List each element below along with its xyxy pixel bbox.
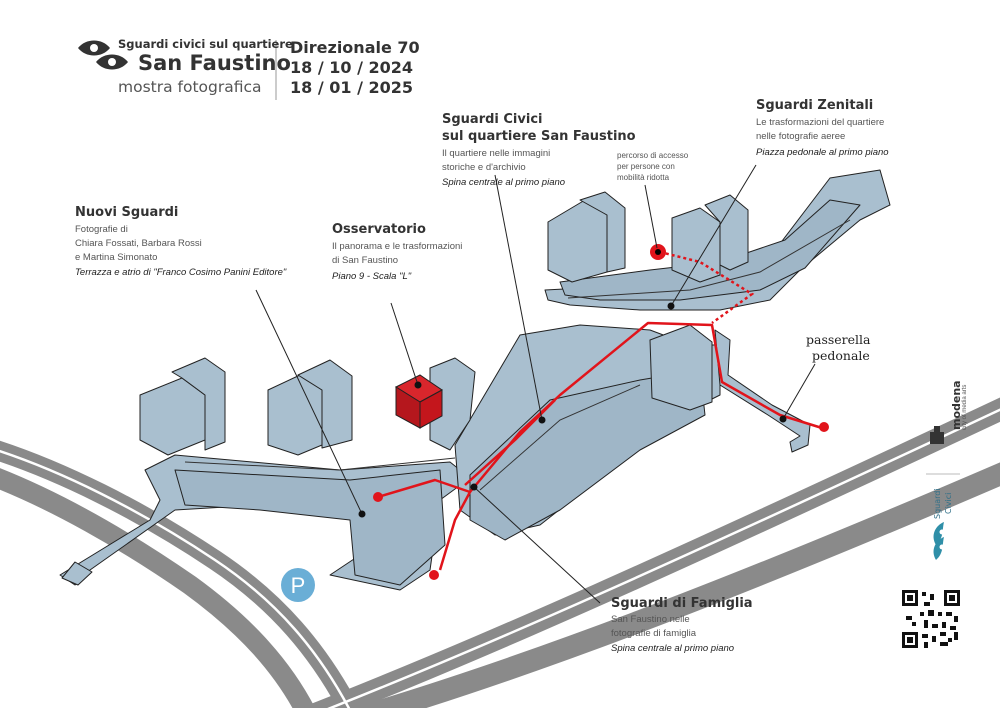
passerella-line1: passerella bbox=[806, 332, 871, 347]
tower-h bbox=[579, 191, 626, 273]
sguardi-civici-logo-icon bbox=[933, 522, 945, 560]
tower-i bbox=[671, 207, 721, 283]
osservatorio-line1: Il panorama e le trasformazioni bbox=[332, 241, 463, 252]
nuovi-location: Terrazza e atrio di "Franco Cosimo Panin… bbox=[75, 267, 287, 278]
tower-e bbox=[429, 357, 476, 451]
modena-logo-icon bbox=[930, 426, 944, 444]
parking-label: P bbox=[291, 573, 306, 598]
famiglia-line2: fotografie di famiglia bbox=[611, 628, 697, 639]
civici-title2: sul quartiere San Faustino bbox=[442, 129, 636, 144]
walkway-strip bbox=[184, 457, 456, 471]
spine-lower bbox=[469, 369, 706, 541]
famiglia-title: Sguardi di Famiglia bbox=[611, 596, 753, 611]
percorso-line2: per persone con bbox=[617, 162, 675, 171]
osservatorio-line2: di San Faustino bbox=[332, 255, 399, 266]
civici-location: Spina centrale al primo piano bbox=[442, 177, 566, 188]
civici-logo-text: Civici bbox=[944, 492, 953, 514]
civici-title1: Sguardi Civici bbox=[442, 112, 543, 127]
leader-lines bbox=[255, 164, 816, 604]
nuovi-line2: Chiara Fossati, Barbara Rossi bbox=[75, 238, 202, 249]
header-date-start: 18 / 10 / 2024 bbox=[290, 58, 414, 77]
tower-f bbox=[649, 324, 713, 411]
tower-a bbox=[139, 377, 206, 456]
zenitali-location: Piazza pedonale al primo piano bbox=[756, 147, 889, 158]
route-endpoints bbox=[373, 422, 829, 580]
zenitali-line2: nelle fotografie aeree bbox=[756, 131, 846, 142]
road-edge bbox=[0, 449, 351, 708]
famiglia-location: Spina centrale al primo piano bbox=[611, 643, 735, 654]
percorso-line1: percorso di accesso bbox=[617, 151, 689, 160]
zenitali-title: Sguardi Zenitali bbox=[756, 98, 874, 113]
west-ramp bbox=[61, 561, 93, 586]
tower-d bbox=[297, 359, 353, 449]
civici-line1: Il quartiere nelle immagini bbox=[442, 148, 551, 159]
tower-c bbox=[267, 374, 323, 456]
header-title: San Faustino bbox=[138, 51, 291, 75]
famiglia-line1: San Faustino nelle bbox=[611, 614, 690, 625]
tower-j bbox=[704, 194, 749, 271]
modena-logo-subtext: city of media arts bbox=[962, 384, 968, 430]
walkway-strip bbox=[567, 219, 851, 299]
building-complex bbox=[59, 169, 891, 591]
nuovi-line1: Fotografie di bbox=[75, 224, 128, 235]
road-edge bbox=[327, 408, 1000, 708]
parking-badge bbox=[281, 568, 315, 602]
nuovi-line3: e Martina Simonato bbox=[75, 252, 158, 263]
qr-code-icon bbox=[902, 590, 960, 648]
road-label: via Giardini bbox=[596, 513, 657, 550]
passerella-line2: pedonale bbox=[812, 348, 870, 363]
east-walkway bbox=[714, 329, 811, 453]
civici-line2: storiche e d'archivio bbox=[442, 162, 526, 173]
tower-g bbox=[547, 199, 608, 283]
walkway-strip bbox=[479, 384, 641, 491]
observatory-building bbox=[394, 374, 443, 429]
road-lane bbox=[351, 462, 1000, 708]
sguardi-logo-text: Sguardi bbox=[933, 488, 942, 519]
zenitali-line1: Le trasformazioni del quartiere bbox=[756, 117, 885, 128]
eyes-logo-icon bbox=[78, 40, 128, 70]
osservatorio-title: Osservatorio bbox=[332, 222, 426, 237]
accessible-entrance-marker bbox=[650, 244, 666, 260]
header-date-end: 18 / 01 / 2025 bbox=[290, 78, 414, 97]
dotted-route bbox=[659, 250, 755, 325]
header-subtitle: mostra fotografica bbox=[118, 78, 262, 96]
percorso-line3: mobilità ridotta bbox=[617, 173, 670, 182]
tower-b bbox=[171, 357, 226, 451]
accessible-route bbox=[377, 321, 823, 571]
osservatorio-location: Piano 9 - Scala "L" bbox=[332, 271, 412, 282]
road-lane bbox=[0, 468, 316, 708]
header-line1: Sguardi civici sul quartiere bbox=[118, 37, 293, 51]
header-venue: Direzionale 70 bbox=[290, 38, 420, 57]
nuovi-title: Nuovi Sguardi bbox=[75, 205, 179, 220]
